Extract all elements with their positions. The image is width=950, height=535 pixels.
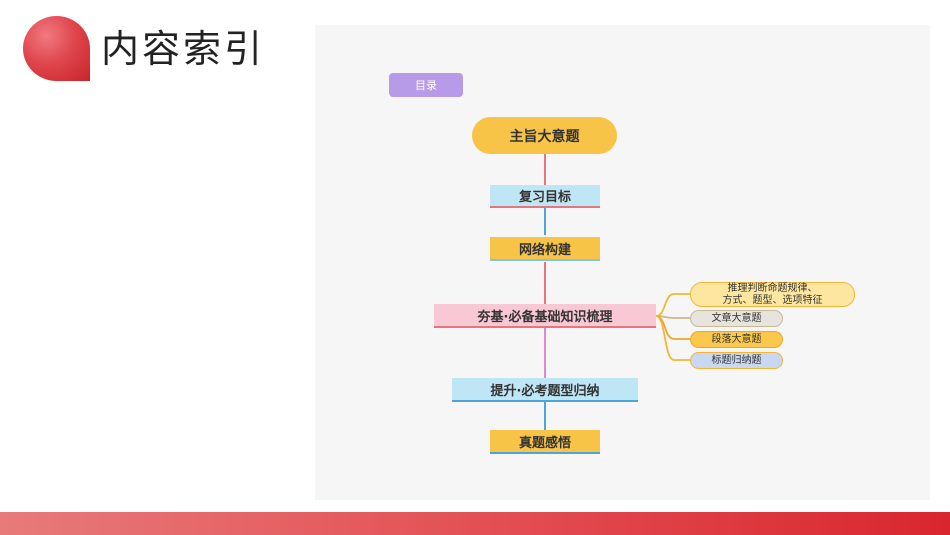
leaf-passage-main-idea: 文章大意题	[690, 310, 783, 327]
leaf-line: 推理判断命题规律、	[727, 283, 818, 294]
toc-tag: 目录	[389, 73, 463, 97]
page-title: 内容索引	[101, 27, 266, 71]
footer-bar	[0, 512, 950, 535]
leaf-paragraph-main-idea: 段落大意题	[690, 331, 783, 348]
connector-line	[544, 328, 546, 378]
main-topic-node: 主旨大意题	[472, 117, 617, 154]
leaf-inference-rules: 推理判断命题规律、 方式、题型、选项特征	[690, 282, 855, 307]
step-basic-knowledge: 夯基·必备基础知识梳理	[434, 304, 656, 328]
diagram-panel	[315, 25, 930, 500]
connector-line	[544, 262, 546, 304]
step-network-build: 网络构建	[490, 237, 600, 261]
branch-connector	[655, 293, 690, 361]
logo-badge	[23, 16, 90, 81]
step-review-goals: 复习目标	[490, 185, 600, 208]
step-question-types: 提升·必考题型归纳	[452, 378, 638, 402]
leaf-line: 方式、题型、选项特征	[722, 294, 823, 306]
leaf-title-summary: 标题归纳题	[690, 352, 783, 369]
connector-line	[544, 401, 546, 431]
connector-line	[544, 153, 546, 186]
connector-line	[544, 208, 546, 235]
step-real-questions: 真题感悟	[490, 430, 600, 454]
